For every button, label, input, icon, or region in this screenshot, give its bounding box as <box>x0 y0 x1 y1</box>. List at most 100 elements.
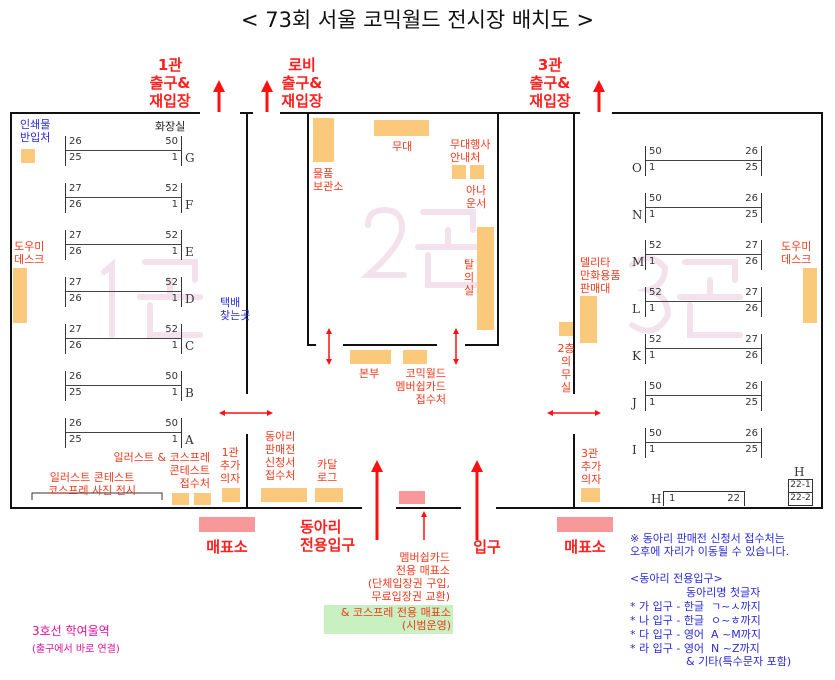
club-entrance-sub: 동아리명 첫글자 <box>686 586 761 599</box>
seat-row: 50 26 1 25 <box>645 193 762 223</box>
seat-number: 1 <box>649 162 656 173</box>
seat-number: 25 <box>745 444 758 455</box>
seat-number: 27 <box>69 183 82 194</box>
seat-number: 27 <box>745 334 758 345</box>
stage-info-box <box>452 165 466 179</box>
hq-label: 본부 <box>359 367 380 380</box>
catalog-box <box>315 488 343 502</box>
seat-number: 26 <box>745 146 758 157</box>
storage-box <box>313 118 334 162</box>
club-entrance-rule: * 다 입구 - 영어 A ~M까지 <box>630 628 762 641</box>
seat-number: 25 <box>69 434 82 445</box>
ticket-left-label: 매표소 <box>206 538 248 556</box>
seat-number: 27 <box>69 230 82 241</box>
seat-number: 1 <box>649 397 656 408</box>
hall1-exit-label: 1관 출구& 재입장 <box>149 56 191 110</box>
seat-number: 26 <box>745 193 758 204</box>
seat-number: 26 <box>745 256 758 267</box>
helper-desk-box <box>13 268 27 323</box>
row-letter: O <box>632 161 642 175</box>
contest-box <box>172 493 189 505</box>
wall <box>343 344 437 346</box>
seat-number: 1 <box>171 340 178 351</box>
dressing-room-box <box>477 227 494 330</box>
seat-number: 26 <box>69 136 82 147</box>
parcel-label: 택배 찾는곳 <box>220 296 251 322</box>
row-letter: M <box>632 255 645 269</box>
ticket-booth-left <box>199 517 255 532</box>
row-letter: I <box>632 443 637 457</box>
wall <box>396 507 461 509</box>
seat-number: 1 <box>171 434 178 445</box>
dressing-room-label: 탈 의 실 <box>464 258 475 297</box>
seat-number: 26 <box>745 381 758 392</box>
storage-label: 물품 보관소 <box>313 167 344 193</box>
helper-desk-label: 도우미 데스크 <box>14 240 45 266</box>
seat-number: 27 <box>745 287 758 298</box>
lobby-exit-label: 로비 출구& 재입장 <box>281 56 323 110</box>
seat-number: 1 <box>171 152 178 163</box>
hall2-watermark <box>360 206 481 288</box>
extra-chairs-box <box>581 488 600 502</box>
seat-row: 50 26 1 25 <box>645 381 762 411</box>
club-entrance-label: 동아리 전용입구 <box>300 518 356 554</box>
notice-text: ※ 동아리 판매전 신청서 접수처는 오후에 자리가 이동될 수 있습니다. <box>630 532 790 558</box>
seat-number: 27 <box>745 240 758 251</box>
wall <box>246 112 248 394</box>
wall <box>465 344 499 346</box>
membership-box <box>403 350 427 364</box>
seat-number: 26 <box>69 418 82 429</box>
seat-number: 52 <box>649 287 662 298</box>
row-divider <box>646 348 761 349</box>
hall3-exit-label: 3관 출구& 재입장 <box>529 56 571 110</box>
row-divider <box>66 197 181 198</box>
seat-row: 26 50 25 1 <box>65 371 182 401</box>
delita-box <box>580 296 597 343</box>
wall <box>496 507 823 509</box>
seat-number: 26 <box>745 303 758 314</box>
seat-number: 50 <box>165 371 178 382</box>
seat-row: 52 27 1 26 <box>645 334 762 364</box>
catalog-label: 카달 로그 <box>317 458 338 484</box>
seat-number: 1 <box>649 209 656 220</box>
seat-number: 26 <box>69 199 82 210</box>
wall <box>307 344 316 346</box>
seat-row: 52 27 1 26 <box>645 287 762 317</box>
hall1-watermark <box>101 258 203 338</box>
seat-number: 50 <box>649 146 662 157</box>
club-entrance-rule: * 나 입구 - 한글 ㅇ~ㅎ까지 <box>630 614 761 627</box>
membership-ticket-label: 멤버쉽카드 전용 매표소 (단체입장권 구입, 무료입장권 교환) <box>367 551 450 603</box>
row-divider <box>646 254 761 255</box>
wall <box>10 112 12 509</box>
seat-number: 1 <box>649 256 656 267</box>
seat-number: 26 <box>69 371 82 382</box>
seat-number: 26 <box>745 428 758 439</box>
club-entrance-etc: & 기타(특수문자 포함) <box>686 655 792 668</box>
restroom-label: 화장실 <box>155 120 186 133</box>
club-application-label: 동아리 판매전 신청서 접수처 <box>265 430 296 482</box>
contest-reception-label: 일러스트 & 코스프레 콘테스트 접수처 <box>113 451 210 490</box>
row-divider <box>646 301 761 302</box>
wall <box>573 112 575 394</box>
row-divider <box>66 150 181 151</box>
row-letter: E <box>185 245 194 259</box>
seat-number: 22 <box>727 493 740 504</box>
row-letter: A <box>185 433 194 447</box>
row-divider <box>66 385 181 386</box>
row-h: 1 22 <box>663 491 745 506</box>
seat-number: 1 <box>171 387 178 398</box>
infirmary-label: 2층 의 무 실 <box>557 342 575 394</box>
seat-number: 1 <box>171 293 178 304</box>
seat-row: 27 52 26 1 <box>65 324 182 354</box>
entrance-label: 입구 <box>473 538 501 556</box>
wall <box>246 434 248 508</box>
membership-ticket-booth <box>399 491 425 504</box>
hq-box <box>350 350 391 364</box>
wall <box>10 112 200 114</box>
infirmary-box <box>559 322 573 336</box>
seat-number: 25 <box>69 387 82 398</box>
seat-number: 50 <box>165 136 178 147</box>
row-letter: D <box>185 292 195 306</box>
seat-number: 52 <box>165 230 178 241</box>
seat-number: 27 <box>69 277 82 288</box>
